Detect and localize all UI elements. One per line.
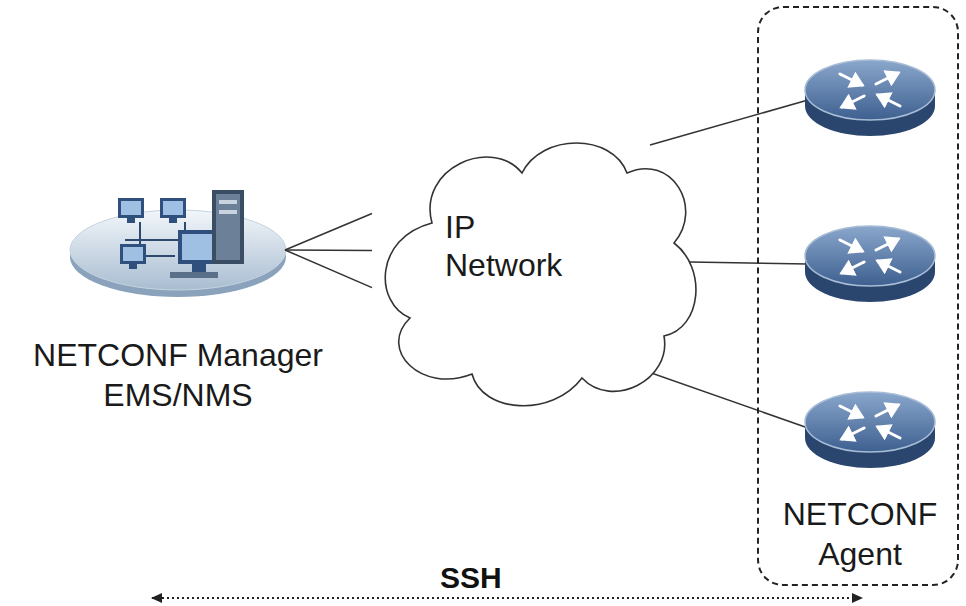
- link-line: [285, 214, 372, 251]
- link-line: [285, 250, 372, 288]
- workstation-icon: [70, 190, 286, 297]
- node-label: NETCONF Agent: [759, 494, 961, 574]
- ssh-arrow: [152, 597, 862, 599]
- router-icon: [805, 226, 935, 302]
- node-label: NETCONF Manager EMS/NMS: [13, 335, 343, 415]
- protocol-label: SSH: [436, 561, 506, 595]
- manager-node: NETCONF Manager EMS/NMS: [70, 195, 285, 305]
- node-label: IP Network: [445, 208, 585, 284]
- router-icon: [805, 392, 935, 468]
- router-icon: [805, 60, 935, 136]
- network-cloud: IP Network: [372, 128, 702, 413]
- link-line: [285, 249, 372, 251]
- agent-group: NETCONF Agent: [757, 6, 959, 586]
